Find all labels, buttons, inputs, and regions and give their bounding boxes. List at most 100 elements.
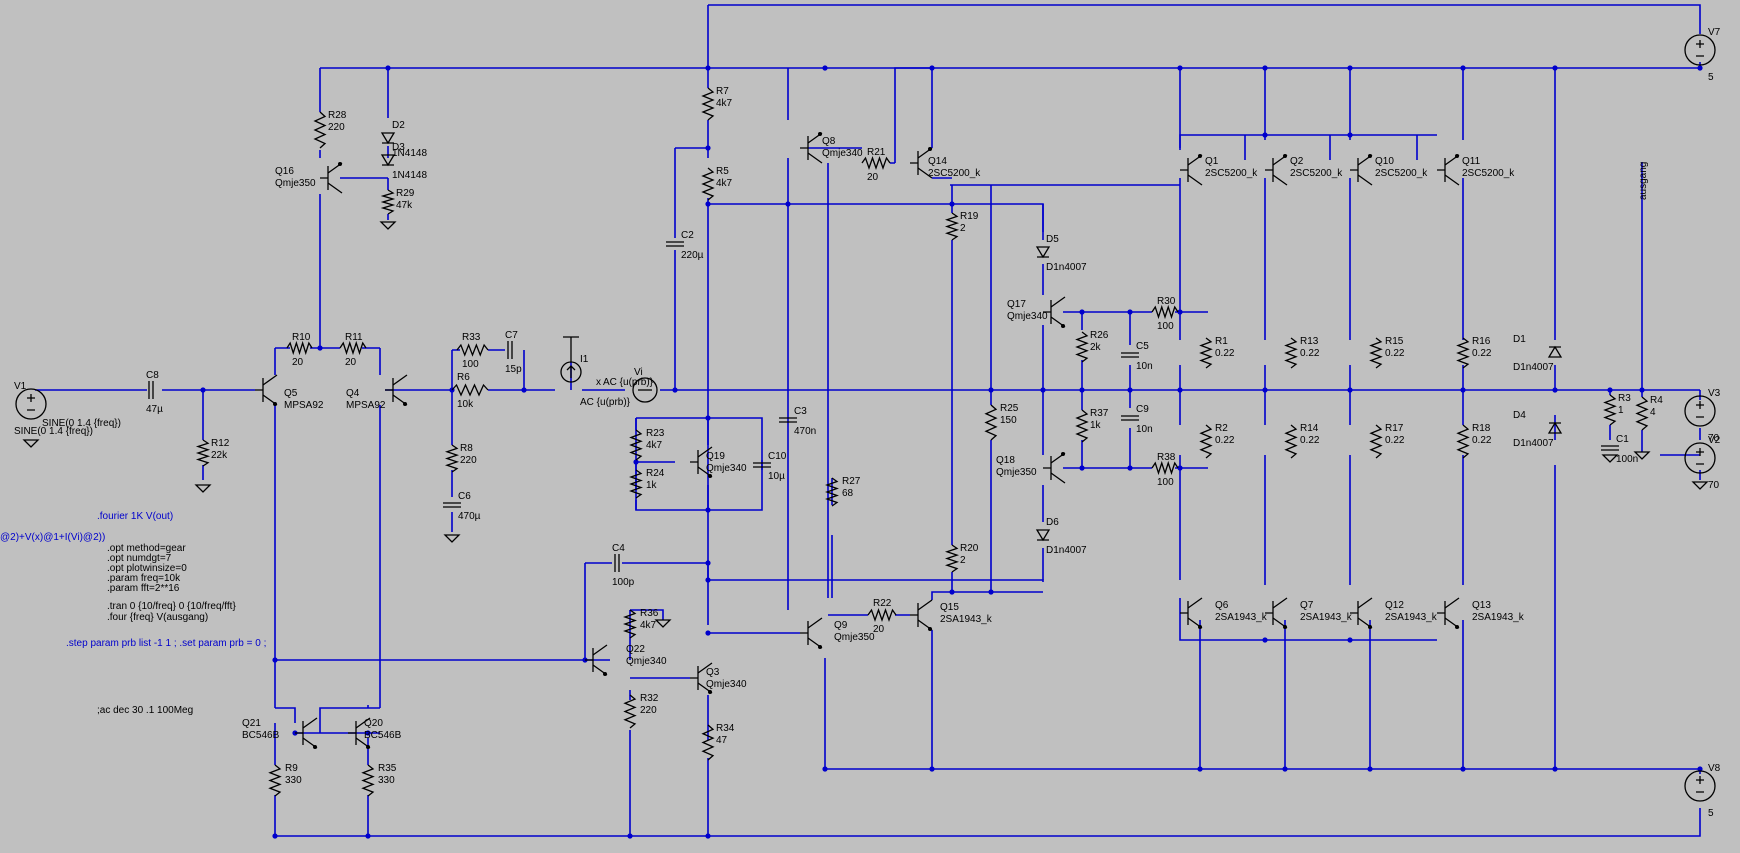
ground-icon[interactable] [654, 619, 672, 628]
net-label-ausgang[interactable]: ausgang [1638, 162, 1649, 200]
resistor-r4[interactable]: R44 [1635, 395, 1663, 431]
resistor-r2[interactable]: R20.22 [1199, 423, 1235, 459]
spice-directive-step[interactable]: .step param prb list -1 1 ; .set param p… [66, 638, 266, 649]
current-source-i1[interactable]: I1 [560, 336, 589, 383]
spice-directive-probe[interactable]: @2)+V(x)@1+I(Vi)@2)) [0, 532, 105, 543]
ground-icon[interactable] [1691, 481, 1709, 490]
resistor-r1[interactable]: R10.22 [1199, 336, 1235, 369]
spice-directive-param2[interactable]: .param fft=2**16 [107, 583, 180, 594]
ground-icon[interactable] [379, 221, 397, 230]
spice-directive-tran[interactable]: .tran 0 {10/freq} 0 {10/freq/fft} [107, 601, 236, 612]
resistor-r3[interactable]: R31 [1603, 393, 1631, 426]
spice-directive-opt3[interactable]: .opt plotwinsize=0 [107, 563, 187, 574]
voltage-source-v8[interactable]: V85 [1684, 763, 1721, 819]
ground-icon[interactable] [1633, 451, 1651, 460]
spice-directive-opt2[interactable]: .opt numdgt=7 [107, 553, 172, 564]
spice-directive-four[interactable]: .four {freq} V(ausgang) [107, 612, 208, 623]
ground-icon[interactable] [443, 534, 461, 543]
spice-directive-opt1[interactable]: .opt method=gear [107, 543, 186, 554]
ground-icon[interactable] [22, 439, 40, 448]
ground-icon[interactable] [1601, 454, 1619, 463]
spice-directive-ac[interactable]: ;ac dec 30 .1 100Meg [97, 705, 193, 716]
spice-directive-param1[interactable]: .param freq=10k [107, 573, 181, 584]
ground-icon[interactable] [194, 484, 212, 493]
spice-directive-fourier[interactable]: .fourier 1K V(out) [97, 511, 173, 522]
